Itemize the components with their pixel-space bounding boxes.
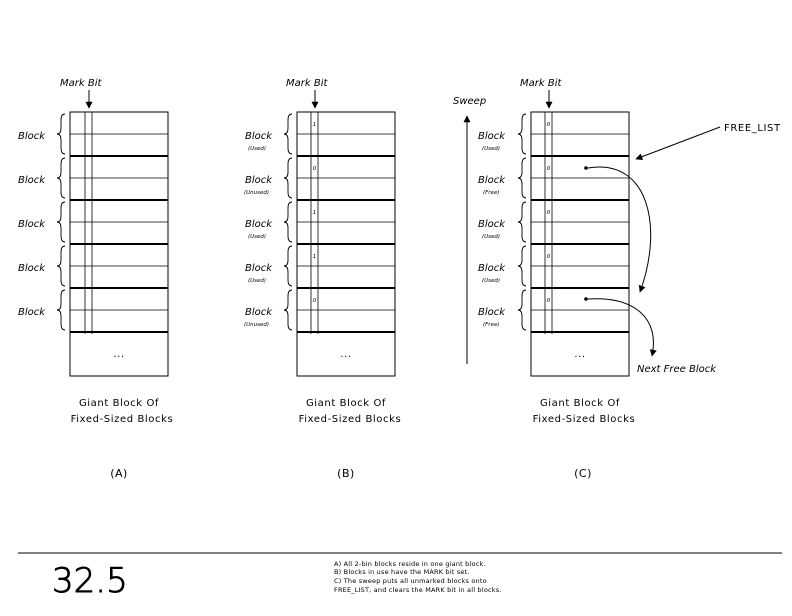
block-label-a5: Block (18, 307, 46, 318)
block-label-c3: Block (478, 219, 506, 230)
figure-number: 32.5 (52, 561, 128, 601)
panel-c: Mark Bit Sweep Block (Used) (453, 78, 781, 480)
free-list-arrow (635, 126, 721, 161)
block-label-b2: Block (245, 175, 273, 186)
giant-block-b (296, 111, 396, 377)
block-status-b5: (Unused) (244, 322, 269, 328)
free-link-arrow (587, 166, 652, 293)
mark-bit-value-b4: 1 (313, 254, 317, 260)
caption-line2-c: Fixed-Sized Blocks (533, 414, 636, 425)
note-b: B) Blocks in use have the MARK bit set. (334, 568, 470, 576)
caption-line1-c: Giant Block Of (540, 398, 620, 409)
block-status-c3: (Used) (482, 234, 500, 240)
panel-a: Mark Bit Block Block Block Block (18, 78, 173, 480)
brace-group-a (56, 113, 66, 331)
block-label-b1: Block (245, 131, 273, 142)
free-list-label: FREE_LIST (724, 123, 781, 134)
giant-block-c (530, 111, 630, 377)
mark-bit-value-c2: 0 (547, 166, 551, 172)
brace-group-c (517, 113, 527, 331)
mark-bit-value-c5: 0 (547, 298, 551, 304)
next-pointer-dot-1 (584, 166, 588, 170)
note-a: A) All 2-bin blocks reside in one giant … (334, 560, 486, 568)
caption-line1-a: Giant Block Of (79, 398, 159, 409)
next-free-label: Next Free Block (637, 364, 717, 375)
brace-group-b (283, 113, 293, 331)
next-free-arrow (587, 298, 657, 357)
panel-b: Mark Bit Block (Used) Block (Unus (244, 78, 401, 480)
panel-label-a: (A) (110, 467, 128, 480)
block-status-c2: (Free) (483, 190, 499, 196)
ellipsis-c: ... (574, 349, 585, 360)
note-c: C) The sweep puts all unmarked blocks on… (334, 577, 487, 585)
panel-label-b: (B) (337, 467, 355, 480)
giant-block-a (69, 111, 169, 377)
mark-bit-value-c1: 0 (547, 122, 551, 128)
block-label-a1: Block (18, 131, 46, 142)
mark-bit-value-c4: 0 (547, 254, 551, 260)
block-label-c5: Block (478, 307, 506, 318)
block-label-a4: Block (18, 263, 46, 274)
block-label-a2: Block (18, 175, 46, 186)
ellipsis-b: ... (340, 349, 351, 360)
block-status-c1: (Used) (482, 146, 500, 152)
block-status-b4: (Used) (248, 278, 266, 284)
next-pointer-dot-2 (584, 297, 588, 301)
mark-bit-value-b2: 0 (313, 166, 317, 172)
block-status-c5: (Free) (483, 322, 499, 328)
mark-bit-label-a: Mark Bit (60, 78, 102, 89)
ellipsis-a: ... (113, 349, 124, 360)
caption-line1-b: Giant Block Of (306, 398, 386, 409)
caption-line2-b: Fixed-Sized Blocks (299, 414, 402, 425)
mark-bit-value-b3: 1 (313, 210, 317, 216)
sweep-label: Sweep (453, 96, 486, 107)
mark-bit-label-b: Mark Bit (286, 78, 328, 89)
block-label-b3: Block (245, 219, 273, 230)
block-label-c4: Block (478, 263, 506, 274)
block-status-b2: (Unused) (244, 190, 269, 196)
mark-bit-value-b1: 1 (313, 122, 317, 128)
mark-bit-value-b5: 0 (313, 298, 317, 304)
block-label-b5: Block (245, 307, 273, 318)
mark-bit-value-c3: 0 (547, 210, 551, 216)
block-label-a3: Block (18, 219, 46, 230)
mark-bit-label-c: Mark Bit (520, 78, 562, 89)
block-label-c2: Block (478, 175, 506, 186)
note-c-continued: FREE_LIST, and clears the MARK bit in al… (334, 586, 502, 594)
panel-label-c: (C) (574, 467, 592, 480)
block-status-c4: (Used) (482, 278, 500, 284)
block-status-b1: (Used) (248, 146, 266, 152)
caption-line2-a: Fixed-Sized Blocks (71, 414, 174, 425)
block-label-b4: Block (245, 263, 273, 274)
block-label-c1: Block (478, 131, 506, 142)
block-status-b3: (Used) (248, 234, 266, 240)
